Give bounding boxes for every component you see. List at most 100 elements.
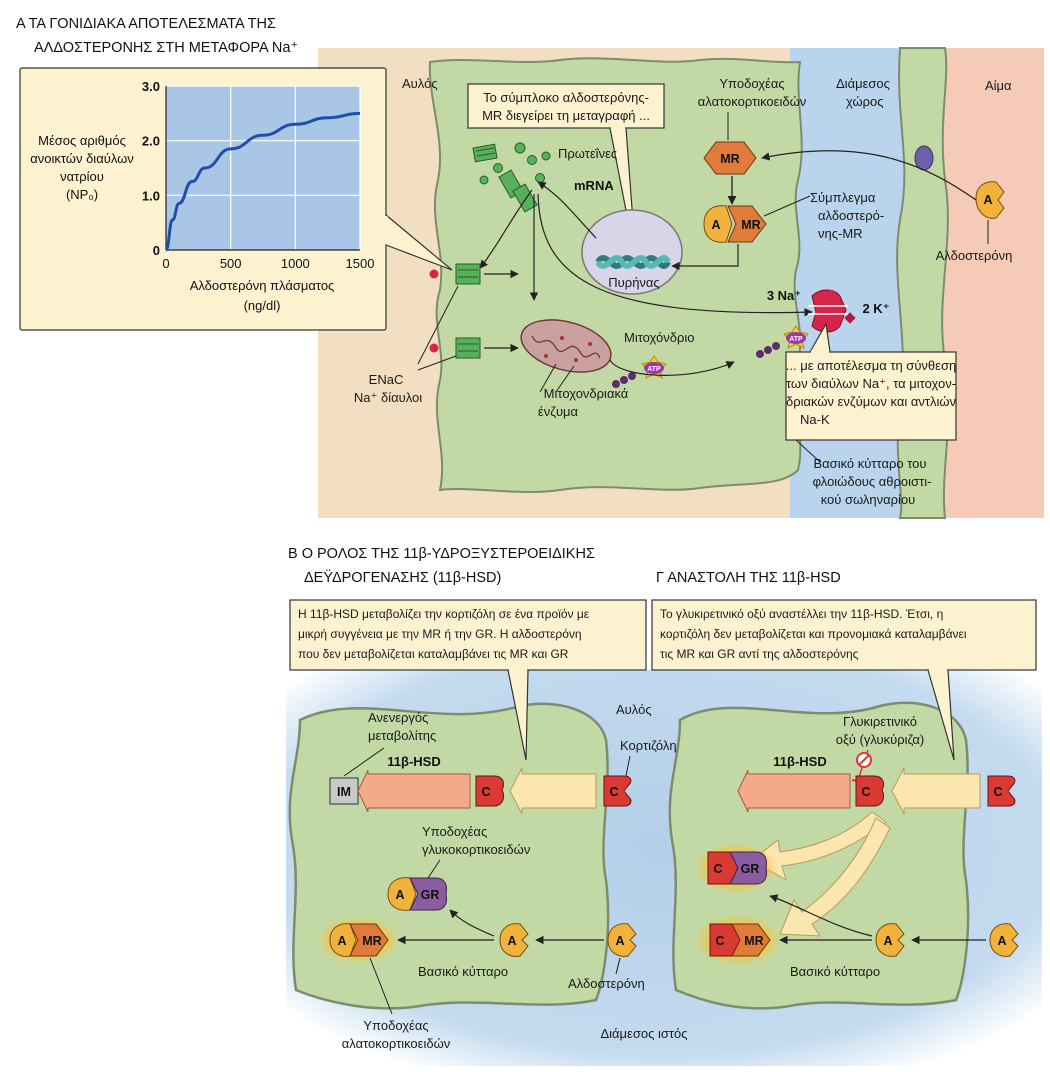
chart-callout-pointer xyxy=(385,214,453,271)
hsd-callout xyxy=(289,599,647,671)
blood-label: Αίμα xyxy=(985,78,1012,93)
na-ion-upper xyxy=(429,269,439,279)
aldosterone-label: Αλδοστερόνη xyxy=(936,248,1013,263)
hsd-arrow-b xyxy=(357,769,471,813)
acid-label-line2: οξύ (γλυκύριζα) xyxy=(836,732,925,747)
y-axis-label-line1: Μέσος αριθμός xyxy=(38,133,126,148)
mr-complex-c-label: C xyxy=(715,934,724,948)
inhibition-callout-line2: κορτιζόλη δεν μεταβολίζεται και προνομια… xyxy=(660,627,967,641)
y-tick-labels: 01.02.03.0 xyxy=(142,79,160,258)
cortisol-b2-label: C xyxy=(609,785,618,799)
complex-label-line3: νης-MR xyxy=(818,226,863,241)
aldosterone-label-b: Αλδοστερόνη xyxy=(568,976,645,991)
hsd-callout-line2: μικρή συγγένεια με την MR ή την GR. Η αλ… xyxy=(298,627,582,641)
inhibition-callout xyxy=(651,599,1037,671)
nucleus-label: Πυρήνας xyxy=(608,275,659,290)
cell-label-line3: κού σωληναρίου xyxy=(821,492,916,507)
hsd-label-b: 11β-HSD xyxy=(387,754,440,769)
y-tick-label: 1.0 xyxy=(142,188,160,203)
cortisol-label: Κορτιζόλη xyxy=(620,738,677,753)
blood-region xyxy=(940,48,1044,518)
mr-complex-b-mr-label: MR xyxy=(362,934,381,948)
aldosterone-molecule-b1 xyxy=(499,923,529,957)
interstitial-label-line2: χώρος xyxy=(846,94,884,109)
plot-area xyxy=(166,86,360,250)
synthesis-callout-line1: ... με αποτέλεσμα τη σύνθεση xyxy=(786,358,956,373)
atp-molecule-2 xyxy=(756,325,809,358)
complex-label-line2: αλδοστερό- xyxy=(818,208,884,223)
gr-complex-gr-label-c: GR xyxy=(741,862,760,876)
dna-icon xyxy=(595,255,671,269)
x-tick-label: 500 xyxy=(220,256,242,271)
transcription-callout-line2: MR διεγείρει τη μεταγραφή ... xyxy=(482,108,650,123)
aldosterone-c2-label: A xyxy=(997,934,1006,948)
cortisol-gr-complex xyxy=(707,851,767,885)
x-tick-label: 1000 xyxy=(281,256,310,271)
aldosterone-b1-label: A xyxy=(507,934,516,948)
cortisol-mr-complex xyxy=(709,923,771,957)
x-tick-label: 0 xyxy=(162,256,169,271)
x-axis-label-line2: (ng/dl) xyxy=(244,298,281,313)
series-line xyxy=(164,111,361,252)
cortisol-molecule-c1 xyxy=(855,775,885,807)
aldosterone-mr-complex-b xyxy=(329,923,389,957)
receptor-label-line2: αλατοκορτικοειδών xyxy=(698,94,806,109)
transcription-callout xyxy=(467,83,665,129)
k-ion xyxy=(844,312,856,324)
enac-channel-lower xyxy=(455,337,481,359)
mito-enzymes-label-line1: Μιτοχονδριακά xyxy=(544,386,629,401)
atp-molecule-1 xyxy=(612,355,667,388)
hsd-callout-line1: Η 11β-HSD μεταβολίζει την κορτιζόλη σε έ… xyxy=(298,607,590,621)
enac-channel-upper xyxy=(455,263,481,285)
mr-receptor-label-b-line2: αλατοκορτικοειδών xyxy=(342,1036,450,1051)
y-axis-label-line4: (NP₀) xyxy=(66,187,98,202)
cortisol-molecule-c2 xyxy=(987,775,1016,807)
na-k-pump xyxy=(808,289,848,333)
gr-receptor-label-line1: Υποδοχέας xyxy=(422,824,487,839)
hsd-label-c: 11β-HSD xyxy=(773,754,826,769)
y-tick-label: 2.0 xyxy=(142,134,160,149)
chart-grid xyxy=(166,85,361,250)
mr-complex-mr-label-c: MR xyxy=(744,934,763,948)
lumen-label-b: Αυλός xyxy=(616,702,652,717)
k2-label: 2 K⁺ xyxy=(862,301,889,316)
aldosterone-mr-complex xyxy=(703,205,767,243)
cell-label-line1: Βασικό κύτταρο του xyxy=(813,456,926,471)
interstitial-label-line1: Διάμεσος xyxy=(836,76,890,91)
transcription-callout-line1: Το σύμπλοκο αλδοστερόνης- xyxy=(483,90,649,105)
protein-cluster xyxy=(472,142,551,213)
panel-a-title-line1: Α ΤΑ ΓΟΝΙΔΙΑΚΑ ΑΠΟΤΕΛΕΣΜΑΤΑ ΤΗΣ xyxy=(16,16,276,32)
gr-receptor-label-line2: γλυκοκορτικοειδών xyxy=(422,842,530,857)
na3-label: 3 Na⁺ xyxy=(767,288,801,303)
aldosterone-b2-label: A xyxy=(615,934,624,948)
inactive-label-line1: Ανενεργός xyxy=(368,710,428,725)
panel-a-title-line2: ΑΛΔΟΣΤΕΡΟΝΗΣ ΣΤΗ ΜΕΤΑΦΟΡΑ Na⁺ xyxy=(34,40,298,56)
adjacent-cell-nucleus xyxy=(914,145,934,171)
y-axis-label-line2: ανοικτών διαύλων xyxy=(30,151,134,166)
synthesis-callout-line4: Na-K xyxy=(800,412,830,427)
na-ion-lower xyxy=(429,343,439,353)
enac-label-line1: ENaC xyxy=(369,372,404,387)
hsd-arrow-c xyxy=(737,769,851,813)
complex-label-line1: Σύμπλεγμα xyxy=(810,190,876,205)
panel-c-title: Γ ΑΝΑΣΤΟΛΗ ΤΗΣ 11β-HSD xyxy=(656,570,841,586)
mr-complex-b-a-label: A xyxy=(337,934,346,948)
x-axis-label-line1: Αλδοστερόνη πλάσματος xyxy=(190,278,335,293)
mr-receptor-label: MR xyxy=(720,152,739,166)
inhibition-callout-line3: τις MR και GR αντί της αλδοστερόνης xyxy=(660,647,859,661)
synthesis-callout-line2: των διαύλων Na⁺, τα μιτοχον- xyxy=(786,376,956,391)
im-label: IM xyxy=(337,785,351,799)
basal-cell-b-label: Βασικό κύτταρο xyxy=(418,964,508,979)
synthesis-callout xyxy=(785,351,957,441)
complex-a-label: A xyxy=(711,218,720,232)
atp-label-1: ATP xyxy=(647,366,661,373)
panel-b-title-line1: Β Ο ΡΟΛΟΣ ΤΗΣ 11β-ΥΔΡΟΞΥΣΤΕΡΟΕΙΔΙΚΗΣ xyxy=(288,546,595,562)
lumen-label: Αυλός xyxy=(402,76,438,91)
pale-curved-arrow-mr xyxy=(779,817,891,937)
complex-mr-label: MR xyxy=(741,218,760,232)
mito-enzymes-label-line2: ένζυμα xyxy=(538,404,579,419)
atp-label-2: ATP xyxy=(789,336,803,343)
mitochondrion-label: Μιτοχόνδριο xyxy=(624,330,695,345)
